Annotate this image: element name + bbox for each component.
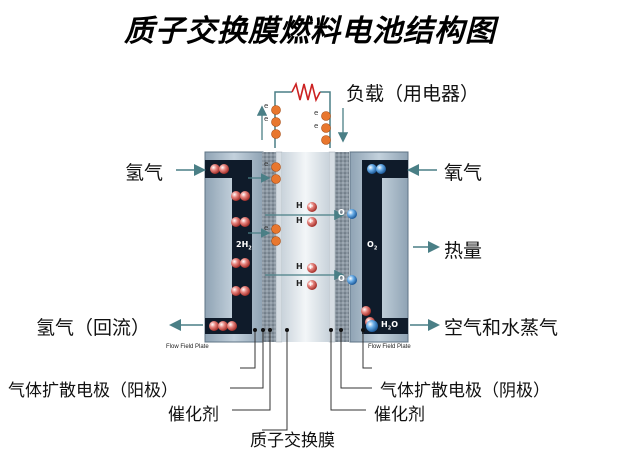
gas-diffusion-electrode-cathode [335, 152, 349, 342]
load-resistor [291, 81, 321, 103]
hydrogen-in-label: 氢气 [125, 162, 164, 184]
proton-particle [307, 217, 317, 227]
water-molecule [361, 306, 378, 332]
o2-text: O [367, 240, 374, 249]
h2-label: 2H2 [236, 240, 252, 252]
oxygen-molecule [367, 164, 386, 174]
proton-label: H+ [296, 279, 314, 288]
electron-particle [321, 123, 331, 133]
electron-particle [271, 117, 281, 127]
proton-particle [307, 202, 317, 212]
plus-sign: + [307, 280, 314, 288]
catalyst-right-label: 催化剂 [374, 405, 425, 425]
proton-label: H+ [296, 201, 314, 210]
membrane-label: 质子交换膜 [250, 431, 335, 451]
electron-particle [271, 129, 281, 139]
diagram-title: 质子交换膜燃料电池结构图 [124, 14, 496, 49]
o2-label: O2 [367, 240, 377, 252]
flow-field-plate-right-label: Flow Field Plate [368, 344, 411, 350]
leader-dots [253, 328, 365, 332]
oxygen-ion-label: O [338, 208, 345, 217]
h2-subscript: 2 [248, 245, 252, 252]
hydrogen-molecule [231, 286, 250, 296]
electron-symbol: e [314, 109, 319, 117]
h2o-label: H2O [381, 320, 398, 332]
oxygen-in-label: 氧气 [444, 162, 483, 184]
hydrogen-return-label: 氢气（回流） [36, 317, 151, 339]
oxygen-ion-particle [347, 209, 357, 219]
plus-sign: + [307, 263, 314, 271]
h2-text: 2H [236, 240, 249, 249]
hydrogen-molecule [231, 191, 250, 201]
cathode-gas-channel [362, 168, 382, 318]
catalyst-cathode [328, 151, 336, 343]
load-label: 负载（用电器） [346, 83, 480, 105]
flow-field-plate-left-label: Flow Field Plate [166, 344, 209, 350]
proton-letter: H [296, 279, 303, 288]
plus-sign: + [307, 202, 314, 210]
h2o-subscript: 2 [387, 325, 392, 332]
catalyst-left-label: 催化剂 [168, 405, 219, 425]
o2-subscript: 2 [373, 245, 378, 252]
electron-particle [321, 111, 331, 121]
h2o-tail: O [391, 320, 398, 329]
gas-diffusion-anode-label: 气体扩散电极（阳极） [8, 381, 178, 401]
electron-particle [271, 174, 281, 184]
electron-particle [321, 135, 331, 145]
hydrogen-molecule [231, 217, 250, 227]
gas-diffusion-cathode-label: 气体扩散电极（阴极） [380, 381, 550, 401]
electron-particle [271, 162, 281, 172]
oxygen-ion-particle [347, 275, 357, 285]
proton-label: H+ [296, 216, 314, 225]
gas-diffusion-electrode-anode [262, 152, 276, 342]
hydrogen-molecule [231, 258, 250, 268]
h2o-text: H [381, 320, 388, 329]
electron-particle [271, 105, 281, 115]
leader-lines [230, 330, 372, 431]
electron-particle [271, 236, 281, 246]
electron-symbol: e [264, 224, 269, 232]
proton-label: H+ [296, 262, 314, 271]
anode-gas-channel [232, 168, 252, 318]
hydrogen-molecule [209, 321, 237, 331]
electron-symbol: e [264, 160, 269, 168]
proton-letter: H [296, 216, 303, 225]
plus-sign: + [307, 217, 314, 225]
proton-particle [307, 263, 317, 273]
hydrogen-molecule [210, 164, 229, 174]
proton-letter: H [296, 201, 303, 210]
electron-symbol: e [314, 122, 319, 130]
electron-particle [271, 224, 281, 234]
oxygen-ion-label: O [338, 274, 345, 283]
electron-symbol: e [264, 115, 269, 123]
proton-exchange-membrane [282, 152, 329, 342]
heat-label: 热量 [444, 240, 483, 262]
proton-letter: H [296, 262, 303, 271]
air-water-label: 空气和水蒸气 [444, 317, 559, 339]
proton-particle [307, 280, 317, 290]
electron-symbol: e [264, 102, 269, 110]
